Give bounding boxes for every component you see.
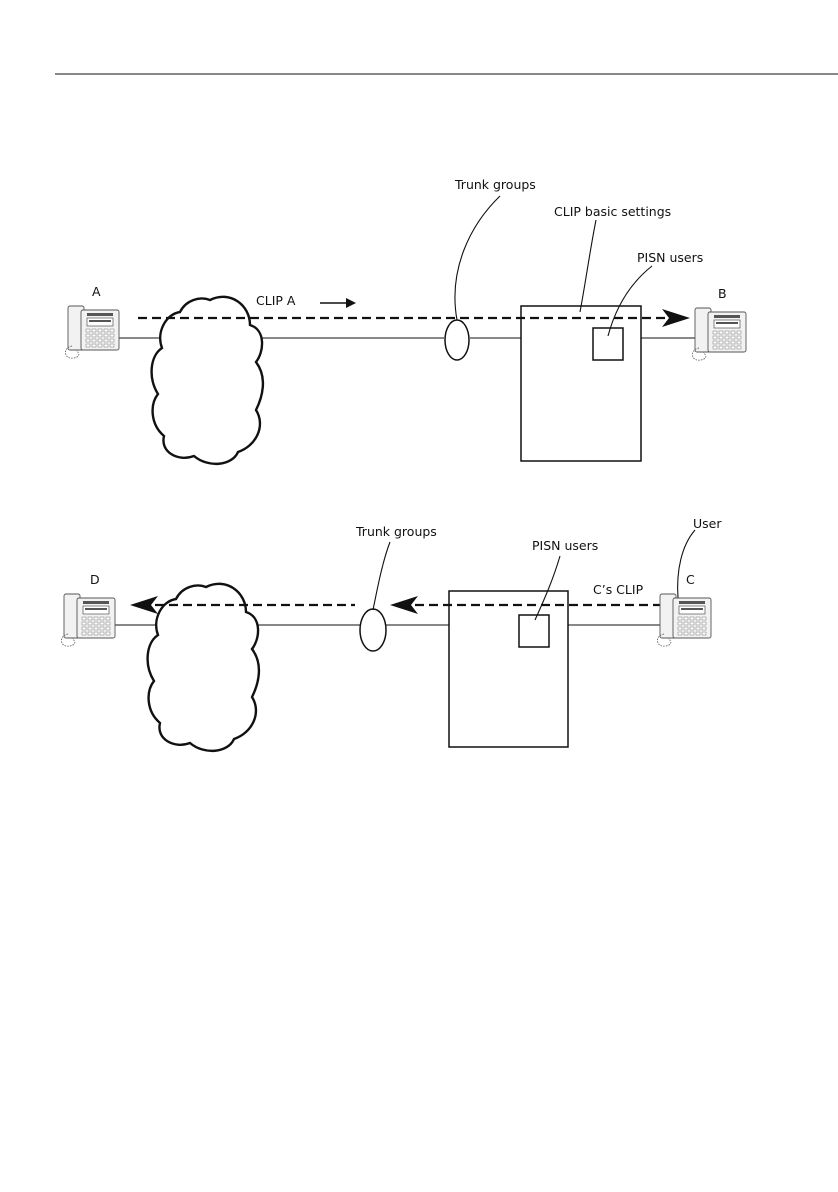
trunk-groups-label: Trunk groups (454, 177, 536, 192)
user-label: User (693, 516, 722, 531)
phone-a-label: A (92, 284, 101, 299)
trunk-groups-leader (373, 542, 390, 610)
telephone-icon (65, 306, 119, 358)
clip-basic-settings-leader (580, 220, 596, 312)
pbx-box (449, 591, 568, 747)
diagram-1: A B CLIP A Trunk groups CLIP basic setti… (65, 177, 746, 464)
pisn-users-box (519, 615, 549, 647)
telephone-icon (692, 308, 746, 360)
diagram-2: D C Trunk groups PISN users User C’s CLI… (61, 516, 722, 751)
arrow-head-icon (130, 596, 158, 614)
phone-d-label: D (90, 572, 100, 587)
arrow-head-icon (390, 596, 418, 614)
user-leader (678, 530, 695, 598)
arrow-head-icon (662, 309, 690, 327)
pisn-users-box (593, 328, 623, 360)
trunk-groups-label: Trunk groups (355, 524, 437, 539)
telephone-icon (657, 594, 711, 646)
network-cloud-icon (148, 584, 259, 751)
phone-c-label: C (686, 572, 695, 587)
trunk-group-ellipse-icon (360, 609, 386, 651)
pisn-users-label: PISN users (532, 538, 598, 553)
phone-b-label: B (718, 286, 727, 301)
trunk-groups-leader (455, 196, 500, 320)
pisn-users-label: PISN users (637, 250, 703, 265)
direction-arrow-head-icon (346, 298, 356, 308)
network-cloud-icon (152, 297, 263, 464)
cs-clip-label: C’s CLIP (593, 582, 644, 597)
clip-basic-settings-label: CLIP basic settings (554, 204, 671, 219)
clip-a-label: CLIP A (256, 293, 296, 308)
trunk-group-ellipse-icon (445, 320, 469, 360)
telephone-icon (61, 594, 115, 646)
